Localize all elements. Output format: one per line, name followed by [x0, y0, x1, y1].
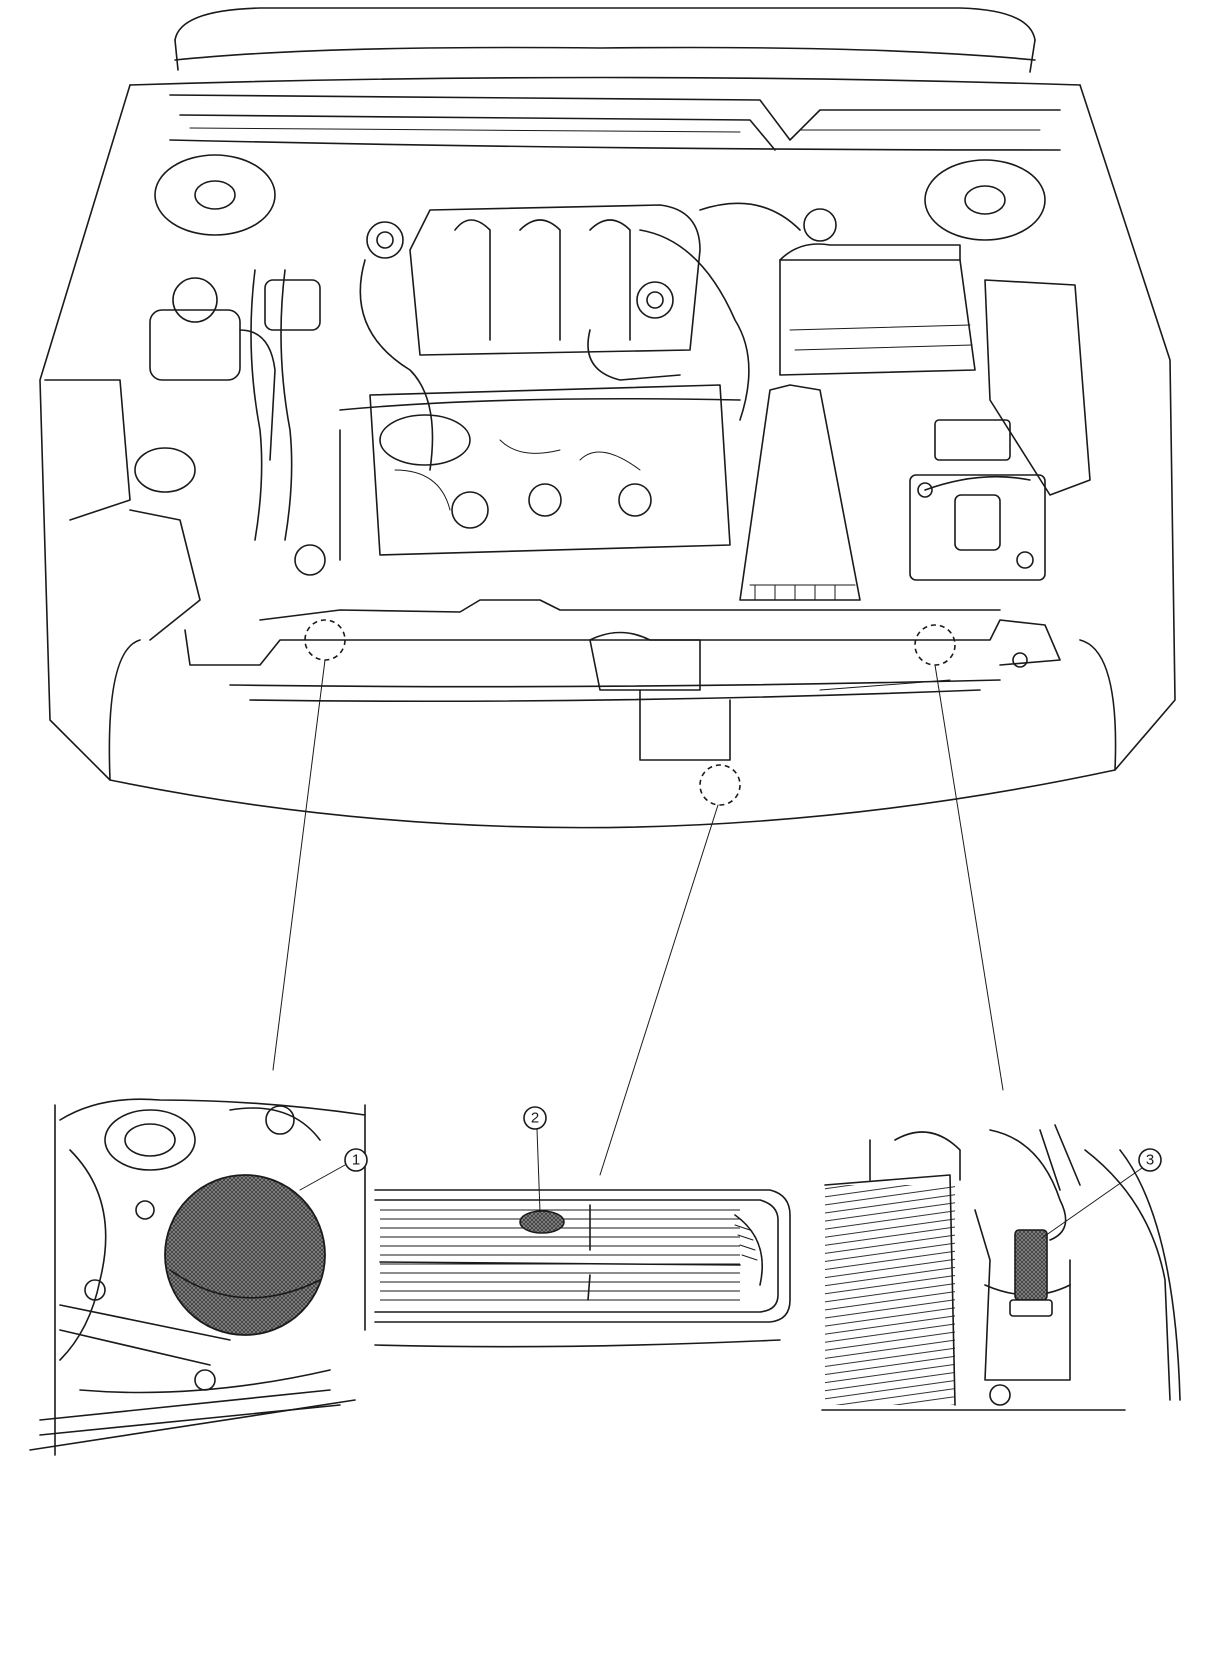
detail-view-sensor: 3 — [821, 1124, 1181, 1411]
sensor — [1014, 1229, 1048, 1301]
callout-2-label: 2 — [531, 1110, 539, 1127]
engine-bay-overview — [39, 7, 1176, 829]
detail-view-drain-plug: 2 — [374, 1106, 791, 1348]
callout-3-label: 3 — [1146, 1152, 1154, 1169]
callout-3-marker — [1138, 1148, 1162, 1172]
oil-filter — [164, 1174, 326, 1336]
callout-1-marker — [344, 1148, 368, 1172]
leader-lines — [272, 659, 1004, 1176]
detail-view-oil-filter: 1 — [29, 1098, 368, 1456]
callout-2-marker — [523, 1106, 547, 1130]
callout-1-label: 1 — [352, 1152, 360, 1169]
drain-plug — [519, 1210, 565, 1234]
